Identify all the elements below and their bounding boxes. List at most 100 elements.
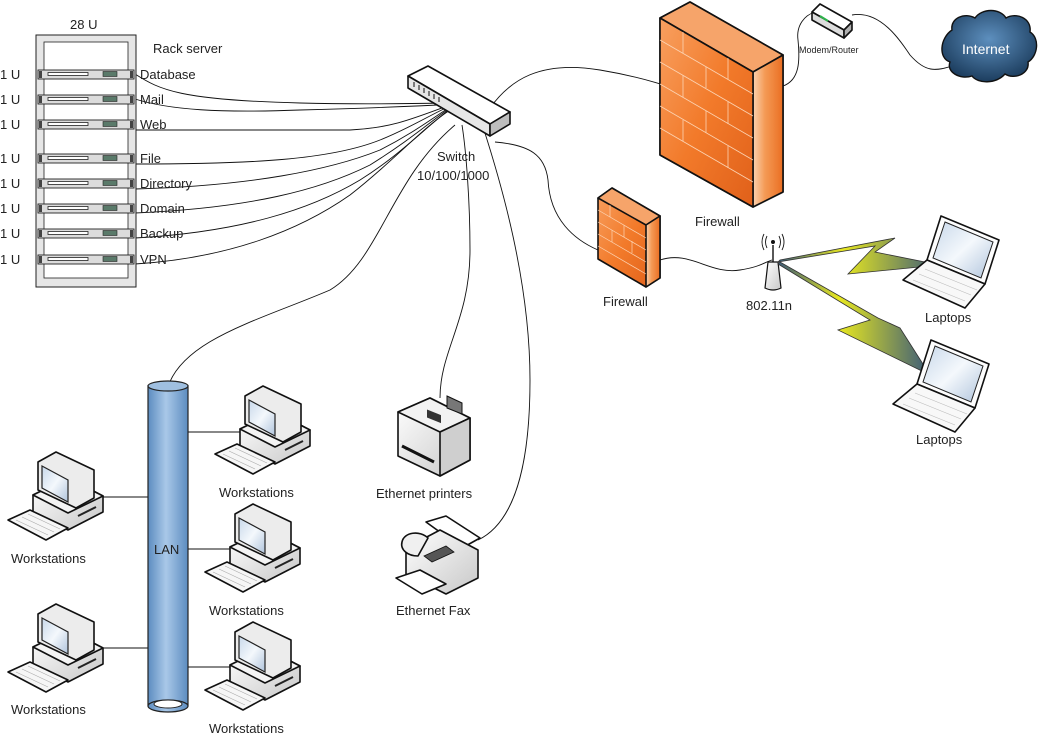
rack-ear-left: [39, 180, 42, 187]
access-point-label: 802.11n: [746, 298, 792, 313]
rack-title: Rack server: [153, 41, 223, 56]
printer-output-slot: [401, 444, 435, 464]
lan-label: LAN: [154, 542, 179, 557]
rack-ear-right: [130, 180, 133, 187]
laptop[interactable]: Laptops: [902, 215, 1000, 325]
firewall-wireless[interactable]: Firewall: [597, 187, 661, 309]
workstation[interactable]: Workstations: [7, 451, 104, 566]
switch[interactable]: Switch 10/100/1000: [407, 65, 511, 183]
drive-bay: [47, 257, 89, 261]
cable-modem: [782, 11, 816, 87]
cable-domain: [134, 107, 451, 214]
workstation[interactable]: Workstations: [214, 385, 311, 500]
cable-database: [134, 73, 456, 105]
workstation-label: Workstations: [209, 603, 284, 618]
drive-bay: [47, 231, 89, 235]
internet-cloud-shape: [941, 9, 1038, 83]
firewall-wireless-bricks: [597, 205, 647, 275]
cable-firewall-wireless: [494, 141, 599, 251]
server-panel: [102, 96, 118, 102]
rack-unit-size: 1 U: [0, 176, 20, 191]
printer-paper-feed: [446, 395, 463, 415]
rack-ear-right: [130, 121, 133, 128]
wireless-access-point[interactable]: 802.11n: [746, 233, 792, 313]
rack-ear-right: [130, 205, 133, 212]
firewall-main-side: [752, 54, 784, 208]
lan-backbone[interactable]: LAN: [147, 380, 189, 713]
pc-drive: [274, 558, 294, 569]
rack-ear-right: [130, 71, 133, 78]
cables: [102, 11, 956, 668]
wireless-bolt-2: [777, 261, 932, 376]
rack-unit-size: 1 U: [0, 117, 20, 132]
switch-ports: [413, 82, 440, 102]
wireless-bolt-1: [776, 237, 941, 275]
workstation-label: Workstations: [11, 702, 86, 717]
server-panel: [102, 121, 118, 127]
modem-router[interactable]: Modem/Router: [799, 3, 859, 55]
rack-unit[interactable]: 1 U Directory: [0, 176, 193, 191]
rack-unit[interactable]: 1 U Mail: [0, 92, 164, 107]
antenna-tip: [771, 240, 775, 244]
signal-icon: [761, 233, 785, 251]
monitor-screen: [41, 464, 69, 504]
firewall-main[interactable]: Firewall: [659, 1, 784, 229]
rack-ear-left: [39, 230, 42, 237]
rack-ear-left: [39, 96, 42, 103]
rack-unit-size: 1 U: [0, 151, 20, 166]
cable-web: [135, 104, 451, 131]
keyboard-keys: [212, 683, 258, 706]
cable-fax: [477, 129, 531, 541]
rack-unit-name: Mail: [140, 92, 164, 107]
rack-unit-name: VPN: [140, 252, 167, 267]
rack-unit-name: Directory: [140, 176, 193, 191]
printer-side: [439, 417, 471, 477]
rack-unit[interactable]: 1 U Web: [0, 117, 167, 132]
firewall-wireless-label: Firewall: [603, 294, 648, 309]
monitor-screen: [238, 516, 266, 556]
drive-bay: [47, 97, 89, 101]
firewall-main-label: Firewall: [695, 214, 740, 229]
keyboard-keys: [222, 447, 268, 470]
switch-label: Switch: [437, 149, 475, 164]
switch-side: [489, 111, 511, 137]
wireless-links: [776, 237, 941, 376]
laptop[interactable]: Laptops: [892, 339, 990, 447]
pc-drive: [274, 676, 294, 687]
modem-label: Modem/Router: [799, 45, 859, 55]
cable-vpn: [134, 109, 451, 265]
server-panel: [102, 205, 118, 211]
workstation[interactable]: Workstations: [204, 503, 301, 618]
monitor-screen: [41, 616, 69, 656]
drive-bay: [47, 206, 89, 210]
rack-unit-name: Web: [140, 117, 167, 132]
laptop-screen: [922, 345, 984, 403]
lan-pipe-top: [147, 380, 189, 392]
workstation-label: Workstations: [11, 551, 86, 566]
ethernet-printer[interactable]: Ethernet printers: [376, 395, 473, 501]
ethernet-fax[interactable]: Ethernet Fax: [395, 515, 481, 618]
workstation[interactable]: Workstations: [7, 603, 104, 717]
drive-bay: [47, 181, 89, 185]
workstation[interactable]: Workstations: [204, 621, 301, 736]
firewall-wireless-side: [645, 215, 661, 288]
lan-pipe-opening: [153, 699, 183, 709]
cable-lan: [166, 124, 456, 391]
rack-unit-size: 1 U: [0, 67, 20, 82]
internet-cloud[interactable]: Internet: [941, 9, 1038, 83]
pc-drive: [77, 506, 97, 517]
cable-file: [134, 105, 451, 165]
laptop-keys: [902, 392, 968, 426]
laptop-screen: [932, 221, 994, 279]
rack-unit-name: Backup: [140, 226, 183, 241]
cable-internet: [851, 14, 956, 70]
rack-unit-size: 1 U: [0, 92, 20, 107]
fax-keypad: [423, 545, 455, 563]
